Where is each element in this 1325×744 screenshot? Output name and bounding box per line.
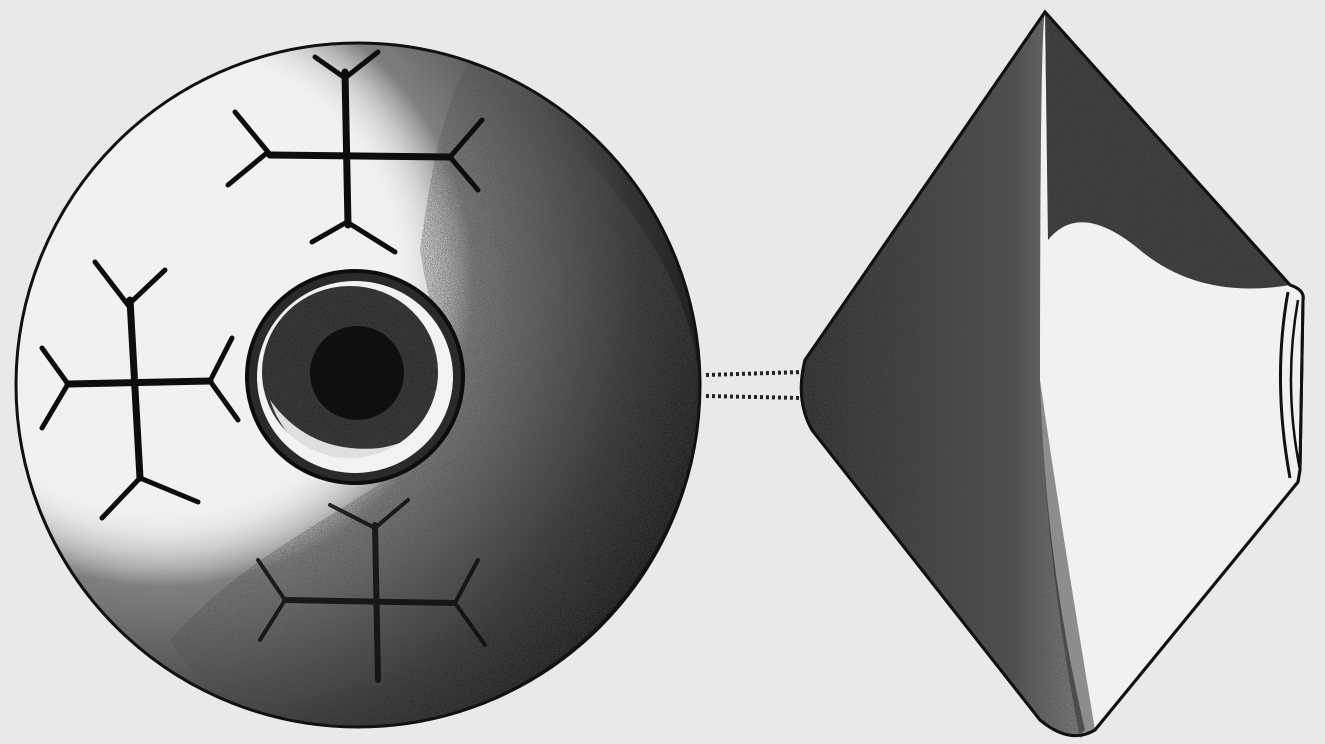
spindle-whorl-face-view xyxy=(10,40,710,730)
spindle-whorl-side-view xyxy=(801,12,1303,738)
central-perforation xyxy=(247,271,463,483)
dotted-axis-line xyxy=(706,372,802,398)
